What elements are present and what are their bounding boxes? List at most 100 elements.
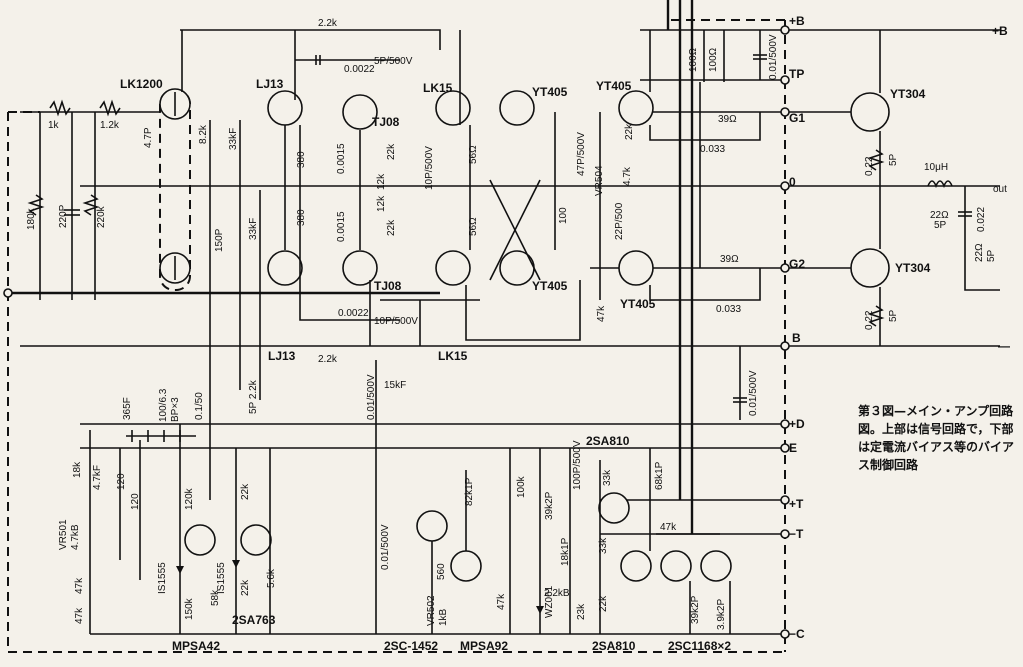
label-vr501-value: 4.7kB (70, 524, 81, 550)
label-mpsa92: MPSA92 (460, 639, 508, 653)
rail-minus-c: −C (789, 627, 805, 641)
label-c-0-0022-top: 0.0022 (344, 64, 375, 75)
label-c-0-0022-bot: 0.0022 (338, 308, 369, 319)
label-r-4-7kf: 4.7kF (92, 465, 103, 490)
label-lj13-bottom: LJ13 (268, 349, 296, 363)
label-r-18k1p: 18k1P (560, 537, 571, 566)
label-c-100p500v: 100P/500V (572, 440, 583, 490)
label-r-5p-b: 5P (888, 309, 899, 322)
label-r-22k-e: 22k (240, 579, 251, 596)
label-2sa763: 2SA763 (232, 613, 276, 627)
label-wz061: WZ061 (544, 585, 555, 618)
label-c-0-022: 0.022 (976, 207, 987, 232)
input-section (3, 99, 440, 300)
label-r-33kf-top: 33kF (228, 128, 239, 150)
rail-minus-t: −T (789, 527, 804, 541)
label-c-bp-x3: BP×3 (170, 397, 181, 422)
label-r-100: 100 (558, 207, 569, 224)
label-r-150k: 150k (184, 597, 195, 620)
label-2sc1452: 2SC-1452 (384, 639, 438, 653)
rail-plus-b-right: +B (992, 24, 1008, 38)
label-r-180k: 180k (26, 207, 37, 230)
rail-e: E (789, 441, 797, 455)
label-r-47k-b: 47k (74, 577, 85, 594)
label-r-5p-d: 5P (986, 249, 997, 262)
label-r-365f: 365F (122, 397, 133, 420)
supply-bus (666, 0, 725, 534)
label-r-100k: 100k (516, 475, 527, 498)
label-c-0-01-500v-top: 0.01/500V (768, 34, 779, 80)
label-2sc1168: 2SC1168×2 (668, 639, 731, 653)
label-c-47p500v: 47P/500V (576, 132, 587, 176)
rail-zero: 0 (789, 175, 796, 189)
label-r-56-b: 56Ω (468, 217, 479, 236)
label-r-120k: 120k (184, 487, 195, 510)
label-r-0-22-b: 0.22 (864, 310, 875, 330)
label-r-22k-b: 22k (386, 219, 397, 236)
label-is1555-a: IS1555 (157, 562, 168, 594)
label-r-100-a: 100Ω (688, 47, 699, 72)
label-r-33kf-mid: 33kF (248, 218, 259, 240)
label-r-1k: 1k (48, 120, 60, 131)
label-yt405-c: YT405 (596, 79, 632, 93)
label-yt304-bottom: YT304 (895, 261, 931, 275)
label-c-0-0015-b: 0.0015 (336, 211, 347, 242)
label-2sa810-top: 2SA810 (586, 434, 630, 448)
label-r-5-6k: 5.6k (266, 568, 277, 588)
label-r-560: 560 (436, 563, 447, 580)
rail-plus-t: +T (789, 497, 804, 511)
label-yt405-d: YT405 (620, 297, 656, 311)
label-r-4-7k-vr: 4.7k (622, 166, 633, 186)
label-r-120-b: 120 (130, 493, 141, 510)
label-l-10uh: 10μH (924, 162, 948, 173)
label-c-0-01-500v-low: 0.01/500V (380, 524, 391, 570)
rail-plus-d: +D (789, 417, 805, 431)
label-r-47k-a: 47k (596, 305, 607, 322)
label-r-18k: 18k (72, 461, 83, 478)
label-r-39k2p-a: 39k2P (544, 491, 555, 520)
label-r-2-2k-bot: 2.2k (318, 354, 338, 365)
label-c-0-033-a: 0.033 (700, 144, 725, 155)
rail-labels: +B +B TP G1 0 out G2 B — +D E +T −T −C (789, 14, 1010, 641)
label-r-22k-c: 22k (624, 123, 635, 140)
label-r-220k: 220k (96, 205, 107, 228)
label-r-15kf: 15kF (384, 380, 406, 391)
label-tj08-bottom: TJ08 (374, 279, 402, 293)
label-yt405-b: YT405 (532, 279, 568, 293)
label-r-22k-d: 22k (240, 483, 251, 500)
label-r-0-22-a: 0.22 (864, 156, 875, 176)
label-c-10p500v-bot: 10P/500V (374, 316, 418, 327)
label-r-39-b: 39Ω (720, 254, 739, 265)
label-r-33k-a: 33k (602, 469, 613, 486)
rail-b: B (792, 331, 801, 345)
rail-tp: TP (789, 67, 804, 81)
label-tj08-top: TJ08 (372, 115, 400, 129)
label-r-23k: 23k (576, 603, 587, 620)
rail-g1: G1 (789, 111, 805, 125)
label-r-8-2k: 8.2k (198, 124, 209, 144)
label-c-0-1-50: 0.1/50 (194, 392, 205, 420)
label-yt405-a: YT405 (532, 85, 568, 99)
lk1200-dual-fet (159, 30, 191, 291)
label-c-22p500: 22P/500 (614, 202, 625, 240)
label-mpsa42: MPSA42 (172, 639, 220, 653)
label-r-5p-2-2k: 5P 2.2k (248, 379, 259, 414)
label-2sa810-bottom: 2SA810 (592, 639, 636, 653)
output-label: out (993, 184, 1007, 195)
label-r-2-2kb: 2.2kB (544, 588, 570, 599)
label-r-2-2k-top: 2.2k (318, 18, 338, 29)
label-c-0-033-b: 0.033 (716, 304, 741, 315)
rail-plus-b: +B (789, 14, 805, 28)
label-r-22-a: 22Ω (930, 210, 949, 221)
label-r-47k-e: 47k (660, 522, 677, 533)
label-vr502-value: 1kB (438, 608, 449, 626)
label-c-150p: 150P (214, 228, 225, 252)
transistor-symbols (184, 90, 890, 582)
rail-minus: — (998, 339, 1010, 353)
label-r-47k-c: 47k (74, 607, 85, 624)
label-is1555-b: IS1555 (216, 562, 227, 594)
label-r-100-b: 100Ω (708, 47, 719, 72)
component-labels: 1k 1.2k 180k 220P 220k 4.7P 150P 8.2k 33… (26, 18, 997, 630)
label-yt304-top: YT304 (890, 87, 926, 101)
label-r-12k-a: 12k (376, 173, 387, 190)
